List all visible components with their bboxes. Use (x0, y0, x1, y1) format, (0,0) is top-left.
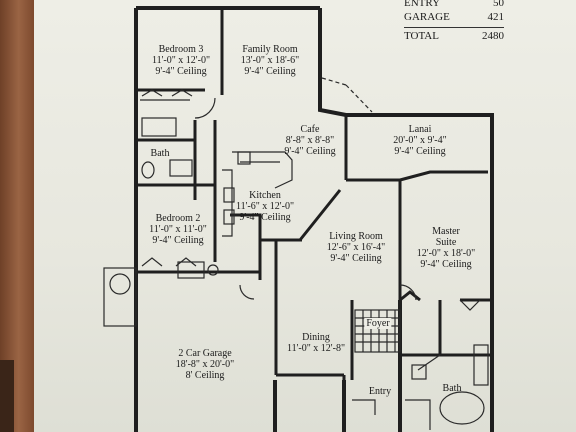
room-label-bath-right: Bath (442, 383, 462, 394)
square-footage-table: ENTRY 50 GARAGE 421 TOTAL 2480 (404, 0, 504, 43)
table-divider (404, 27, 504, 28)
wooden-edge (0, 0, 34, 432)
paper-sheet (34, 0, 576, 432)
room-label-foyer: Foyer (364, 318, 392, 329)
table-row: GARAGE 421 (404, 11, 504, 23)
table-row: ENTRY 50 (404, 0, 504, 9)
room-label-bath-left: Bath (150, 148, 170, 159)
table-total-row: TOTAL 2480 (404, 30, 504, 42)
room-label-entry: Entry (368, 386, 392, 397)
